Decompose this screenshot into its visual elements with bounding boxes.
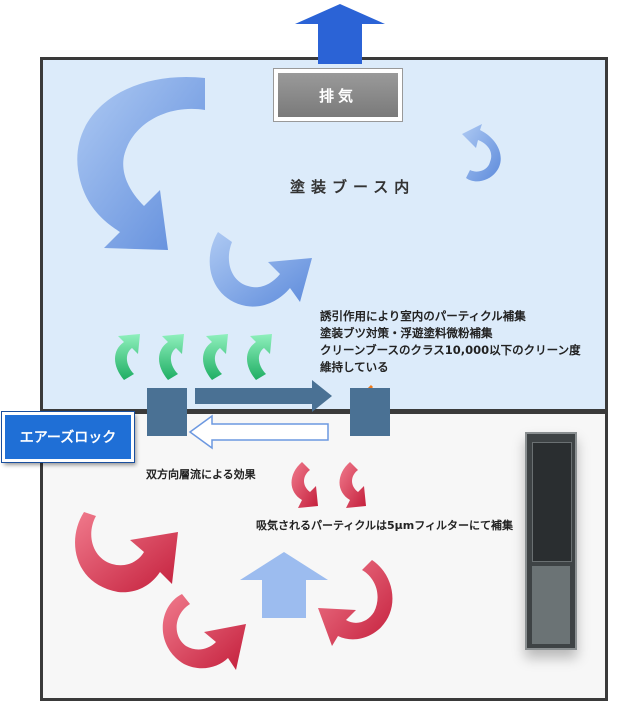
exhaust-label: 排気 [278, 73, 398, 117]
filter-cabinet-image [525, 432, 577, 650]
laminar-effect-label: 双方向層流による効果 [146, 468, 256, 481]
flow-left-arrow [188, 414, 329, 450]
airlock-room-area [40, 412, 608, 701]
swirl-arrow [291, 462, 318, 508]
flow-right-arrow [195, 380, 332, 412]
air-unit-left [147, 388, 187, 436]
swirl-arrow [339, 462, 366, 508]
note-line: 塗装ブツ対策・浮遊塗料微粉補集 [320, 326, 493, 340]
cabinet-glass [532, 442, 572, 562]
room-divider [40, 410, 608, 414]
swirl-arrow [203, 334, 228, 380]
swirl-arrow [77, 76, 205, 250]
air-unit-right [350, 388, 390, 436]
swirl-arrow [209, 232, 312, 307]
exhaust-box: 排気 [273, 68, 403, 122]
intake-up-arrow [240, 552, 328, 618]
booth-interior-label: 塗装ブース内 [290, 178, 416, 196]
note-line: 誘引作用により室内のパーティクル補集 [320, 309, 526, 323]
exhaust-up-arrow [295, 4, 385, 64]
swirl-arrow [159, 334, 184, 380]
note-line: 維持している [320, 360, 389, 374]
swirl-arrow [462, 124, 501, 182]
filter-note-label: 吸気されるパーティクルは5μmフィルターにて補集 [256, 519, 513, 532]
swirl-arrow [162, 594, 246, 670]
swirl-arrow [318, 560, 393, 646]
airlock-label: エアーズロック [2, 412, 134, 462]
swirl-arrow [115, 334, 140, 380]
booth-notes: 誘引作用により室内のパーティクル補集 塗装ブツ対策・浮遊塗料微粉補集 クリーンブ… [320, 308, 581, 376]
green-swirl-group [115, 334, 272, 380]
swirl-arrow [75, 512, 178, 593]
note-line: クリーンブースのクラス10,000以下のクリーン度 [320, 343, 581, 357]
cabinet-base [532, 566, 570, 644]
swirl-arrow [247, 334, 272, 380]
